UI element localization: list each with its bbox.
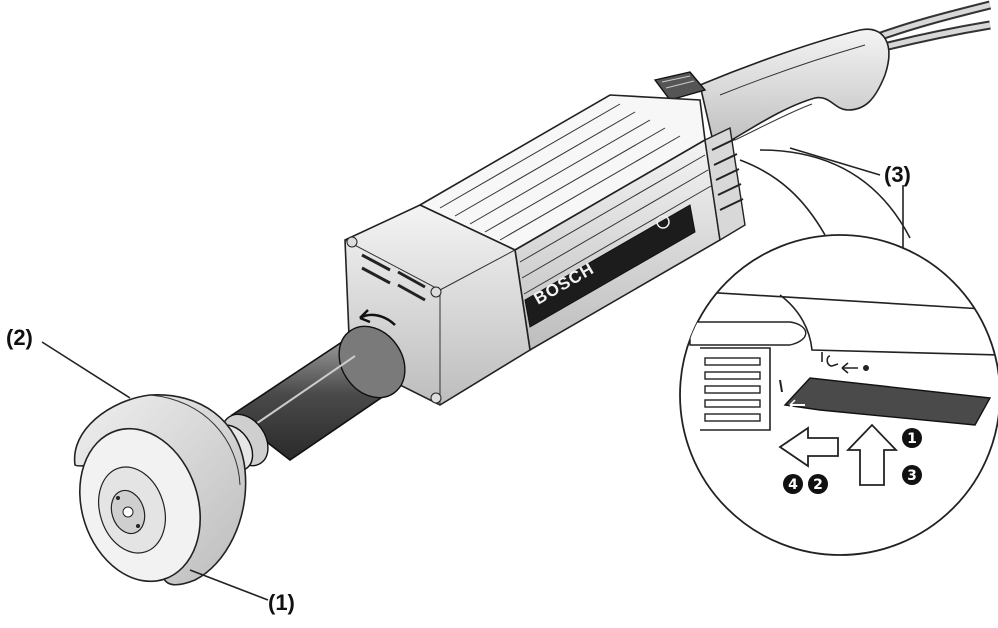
- step-badge-3: 3: [902, 465, 922, 485]
- grinding-disc: [79, 427, 201, 583]
- screw-icon: [346, 236, 358, 248]
- svg-text:3: 3: [907, 468, 917, 484]
- cooling-ribs: [439, 103, 712, 295]
- rear-handle: [699, 28, 890, 152]
- rear-vent: [704, 126, 746, 242]
- lock-symbol-icon: [779, 379, 783, 393]
- brand-logo-icon: [656, 215, 670, 229]
- callout-label-3: (3): [884, 162, 911, 187]
- locking-lever: [783, 377, 992, 426]
- step-badge-1: 1: [902, 428, 922, 448]
- screw-icon: [430, 286, 442, 298]
- svg-text:2: 2: [813, 477, 823, 493]
- arrow-up-icon: [845, 423, 899, 486]
- front-vent: [361, 253, 426, 302]
- callout-label-2: (2): [6, 325, 33, 350]
- detail-vent: [700, 347, 771, 431]
- step-badge-2: 2: [808, 474, 828, 494]
- step-badge-4: 4: [783, 474, 803, 494]
- motor-housing: BOSCH: [418, 94, 746, 352]
- svg-text:4: 4: [788, 477, 798, 493]
- svg-text:1: 1: [907, 431, 917, 447]
- callout-label-1: (1): [268, 590, 295, 615]
- power-cable: [868, 0, 992, 53]
- arrow-left-icon: [778, 426, 839, 468]
- unlock-symbol-icon: [821, 352, 858, 374]
- switch-slider: [653, 71, 707, 101]
- screw-icon: [430, 392, 442, 404]
